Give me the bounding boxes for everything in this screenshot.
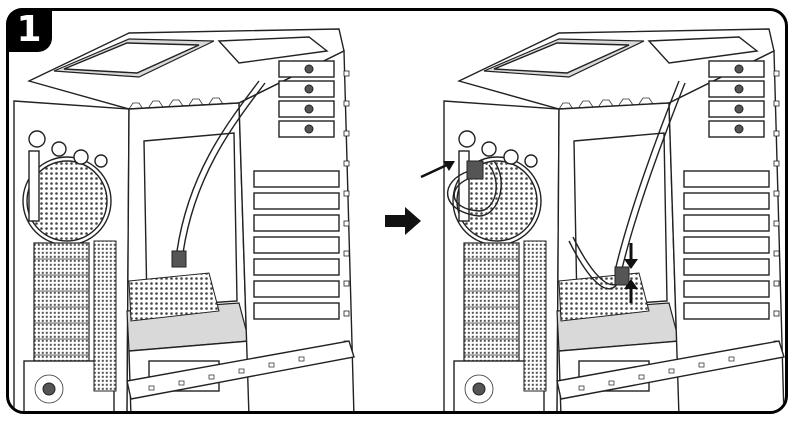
arrow-pointing-to-rear-port xyxy=(420,161,455,179)
cable-connector-icon xyxy=(171,250,187,268)
arrow-down-icon xyxy=(624,243,638,269)
assembly-diagram xyxy=(13,28,785,411)
instruction-frame xyxy=(6,8,788,414)
arrow-up-icon xyxy=(624,279,638,303)
right-arrow-icon xyxy=(385,207,421,235)
case-before-illustration xyxy=(13,28,355,411)
step-number-badge: 1 xyxy=(6,8,52,52)
case-after-illustration xyxy=(443,28,785,411)
cable-connector-icon xyxy=(614,266,630,286)
rear-port-connector-icon xyxy=(466,160,484,180)
